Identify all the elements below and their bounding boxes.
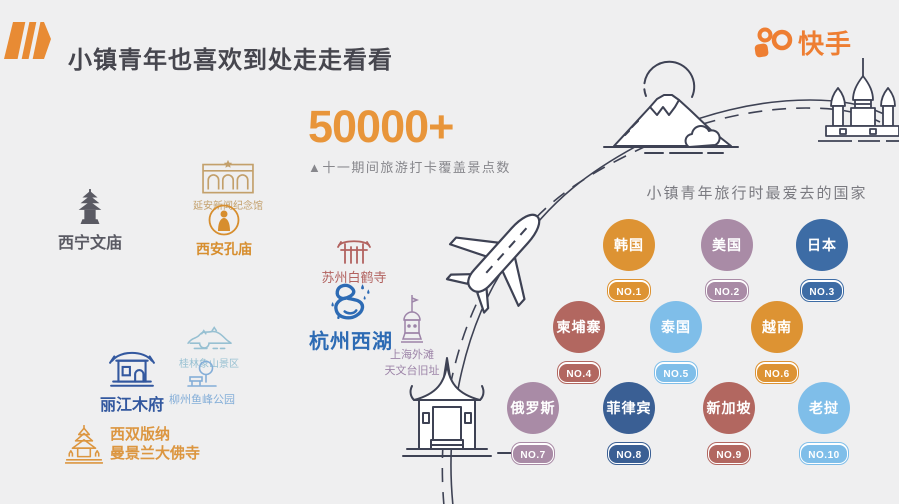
rank-badge: NO.10: [798, 442, 850, 465]
landmark-xian-kongmiao: 西安孔庙: [186, 204, 262, 259]
country-rank-7: 俄罗斯 NO.7: [495, 382, 571, 465]
country-bubble: 日本: [796, 219, 848, 271]
cathedral-icon: [818, 58, 899, 142]
chinese-mansion-icon: [109, 351, 155, 387]
rank-badge: NO.6: [754, 361, 800, 384]
stat-caption: ▲十一期间旅游打卡覆盖景点数: [308, 160, 511, 175]
country-rank-1: 韩国 NO.1: [591, 219, 667, 302]
landmark-label: 杭州西湖: [309, 331, 393, 353]
landmark-label: 桂林象山景区: [179, 359, 239, 370]
ranking-title: 小镇青年旅行时最爱去的国家: [646, 185, 868, 202]
observatory-icon: [401, 295, 423, 343]
elephant-hill-icon: [187, 326, 232, 350]
landmark-label: 苏州白鹤寺: [321, 270, 387, 285]
country-bubble: 美国: [701, 219, 753, 271]
country-rank-3: 日本 NO.3: [784, 219, 860, 302]
kuaishou-icon: [754, 27, 793, 57]
landmark-suzhou-baihesi: 苏州白鹤寺: [318, 238, 390, 286]
temple-gate-icon: [337, 240, 371, 264]
landmark-label: 西宁文庙: [57, 235, 122, 252]
country-bubble: 新加坡: [703, 382, 755, 434]
rank-badge: NO.9: [706, 442, 752, 465]
landmark-liuzhou-yufeng-park: 柳州鱼峰公园: [168, 360, 236, 407]
west-lake-icon: [331, 283, 370, 320]
country-bubble: 菲律宾: [603, 382, 655, 434]
landmark-lijiang-mufu: 丽江木府: [96, 348, 168, 415]
landmark-label-line2: 天文台旧址: [384, 364, 440, 377]
landmark-label-line2: 曼景兰大佛寺: [110, 444, 201, 462]
mount-fuji-icon: [603, 60, 739, 154]
landmark-label: 柳州鱼峰公园: [169, 394, 235, 406]
country-bubble: 老挝: [798, 382, 850, 434]
country-rank-10: 老挝 NO.10: [786, 382, 862, 465]
park-icon: [187, 360, 217, 387]
country-rank-8: 菲律宾 NO.8: [591, 382, 667, 465]
landmark-hangzhou-xihu: 杭州西湖: [304, 282, 398, 354]
confucius-icon: [208, 204, 240, 236]
brand-name: 快手: [798, 29, 853, 59]
landmark-xishuangbanna-temple: 西双版纳 曼景兰大佛寺: [64, 424, 224, 464]
country-rank-2: 美国 NO.2: [689, 219, 765, 302]
landmark-label: 西安孔庙: [196, 241, 252, 257]
country-rank-9: 新加坡 NO.9: [691, 382, 767, 465]
memorial-hall-icon: [202, 159, 254, 194]
landmark-xining-wenmiao: 西宁文庙: [40, 188, 140, 253]
country-bubble: 泰国: [650, 301, 702, 353]
pagoda-icon: [78, 189, 102, 224]
country-bubble: 韩国: [603, 219, 655, 271]
brand-logo: 快手: [752, 24, 852, 61]
country-rank-6: 越南 NO.6: [739, 301, 815, 384]
dai-temple-icon: [65, 425, 103, 464]
page-title: 小镇青年也喜欢到处走走看看: [68, 47, 393, 75]
country-bubble: 越南: [751, 301, 803, 353]
landmark-label-line1: 西双版纳: [110, 426, 171, 443]
landmark-shanghai-observatory: 上海外滩 天文台旧址: [382, 294, 442, 380]
landmark-label: 丽江木府: [99, 397, 164, 414]
landmark-label-line1: 上海外滩: [390, 349, 434, 361]
landmark-label: 西双版纳 曼景兰大佛寺: [110, 426, 200, 464]
rank-badge: NO.2: [704, 279, 750, 302]
page-logo: [4, 18, 52, 65]
country-bubble: 俄罗斯: [507, 382, 559, 434]
country-rank-4: 柬埔寨 NO.4: [541, 301, 617, 384]
stat-value: 50000+: [308, 101, 454, 152]
rank-badge: NO.8: [606, 442, 652, 465]
rank-badge: NO.5: [653, 361, 699, 384]
country-rank-5: 泰国 NO.5: [638, 301, 714, 384]
rank-badge: NO.7: [510, 442, 556, 465]
rank-badge: NO.4: [556, 361, 602, 384]
country-bubble: 柬埔寨: [553, 301, 605, 353]
rank-badge: NO.1: [606, 279, 652, 302]
rank-badge: NO.3: [799, 279, 845, 302]
stat-block: 50000+ ▲十一期间旅游打卡覆盖景点数: [308, 104, 511, 176]
landmark-guilin-elephant-hill: 桂林象山景区: [178, 326, 240, 370]
